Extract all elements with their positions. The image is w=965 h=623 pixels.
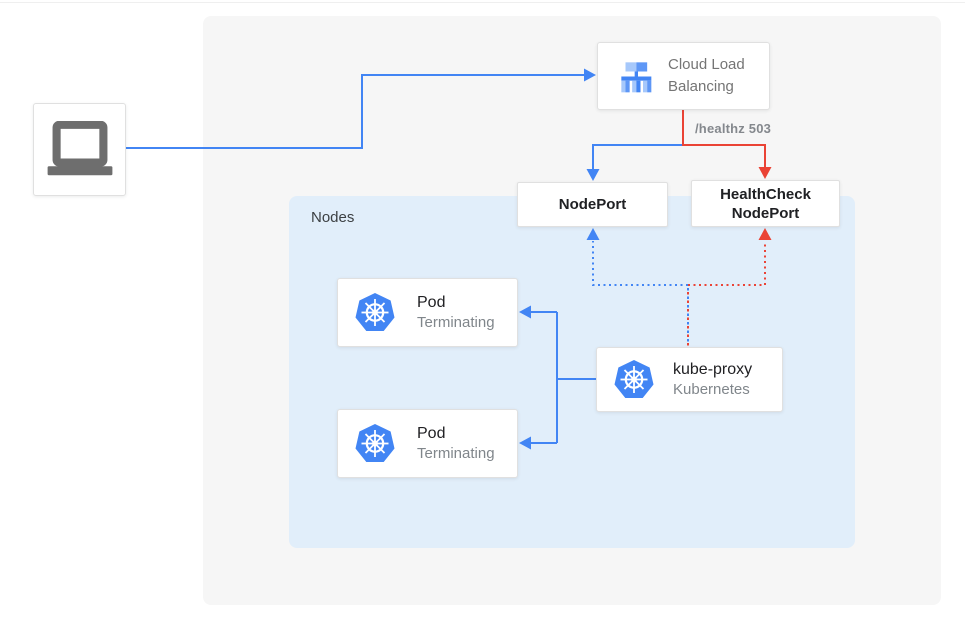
nodeport: NodePort — [517, 182, 668, 227]
pod-title: Pod — [417, 294, 446, 311]
nodeport-label: NodePort — [558, 196, 627, 213]
pod-title: Pod — [417, 425, 446, 442]
healthcheck-nodeport: HealthCheck NodePort — [691, 180, 840, 227]
healthcheck-nodeport-label: HealthCheck NodePort — [720, 185, 811, 222]
cloud-load-balancing-icon — [621, 61, 652, 92]
kube-proxy-title: kube-proxy — [673, 361, 753, 378]
top-divider — [0, 2, 965, 3]
pod-2: Pod Terminating — [337, 409, 518, 478]
healthz-status-label: /healthz 503 — [695, 121, 772, 136]
kube-proxy: kube-proxy Kubernetes — [596, 347, 783, 412]
nodes-group-label: Nodes — [311, 209, 355, 226]
cloud-load-balancing-label: Cloud Load Balancing — [668, 56, 745, 95]
kubernetes-icon — [355, 423, 395, 462]
laptop-icon — [47, 120, 112, 175]
pod-status: Terminating — [417, 314, 495, 331]
kubernetes-icon — [355, 292, 395, 331]
kube-proxy-subtitle: Kubernetes — [673, 381, 750, 398]
kubernetes-icon — [614, 359, 654, 398]
client-laptop — [33, 103, 126, 196]
pod-status: Terminating — [417, 445, 495, 462]
pod-1: Pod Terminating — [337, 278, 518, 347]
cloud-load-balancing: Cloud Load Balancing — [597, 42, 770, 110]
